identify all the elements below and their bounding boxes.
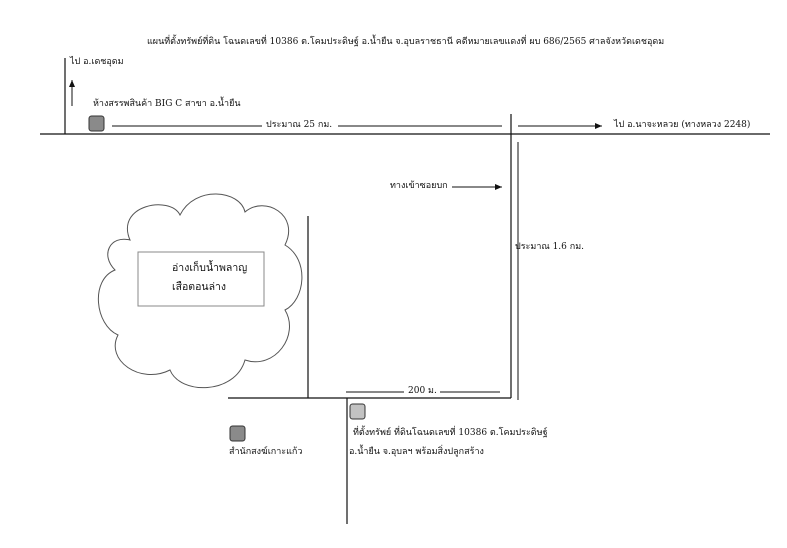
label-entrance: ทางเข้าซอยบก: [390, 181, 448, 191]
label-monastery: สำนักสงฆ์เกาะแก้ว: [229, 447, 303, 457]
label-reservoir-line2: เสือตอนล่าง: [172, 281, 227, 293]
label-reservoir-line1: อ่างเก็บน้ำพลาญ: [172, 262, 248, 274]
label-big-c: ห้างสรรพสินค้า BIG C สาขา อ.น้ำยืน: [93, 99, 241, 109]
big-c-marker: [88, 115, 105, 132]
property-marker: [349, 403, 366, 420]
label-distance-200m: 200 ม.: [408, 386, 437, 396]
label-property-line1: ที่ตั้งทรัพย์ ที่ดินโฉนดเลขที่ 10386 ต.โ…: [353, 428, 548, 438]
label-to-det-udom: ไป อ.เดชอุดม: [70, 57, 124, 67]
monastery-marker: [229, 425, 246, 442]
label-distance-25km: ประมาณ 25 กม.: [266, 120, 333, 130]
label-to-najaluai: ไป อ.นาจะหลวย (ทางหลวง 2248): [614, 120, 751, 130]
reservoir-label-box: [137, 251, 265, 307]
map-title: แผนที่ตั้งทรัพย์ที่ดิน โฉนดเลขที่ 10386 …: [147, 37, 665, 47]
label-distance-16km: ประมาณ 1.6 กม.: [515, 242, 584, 252]
label-property-line2: อ.น้ำยืน จ.อุบลฯ พร้อมสิ่งปลูกสร้าง: [349, 447, 484, 457]
